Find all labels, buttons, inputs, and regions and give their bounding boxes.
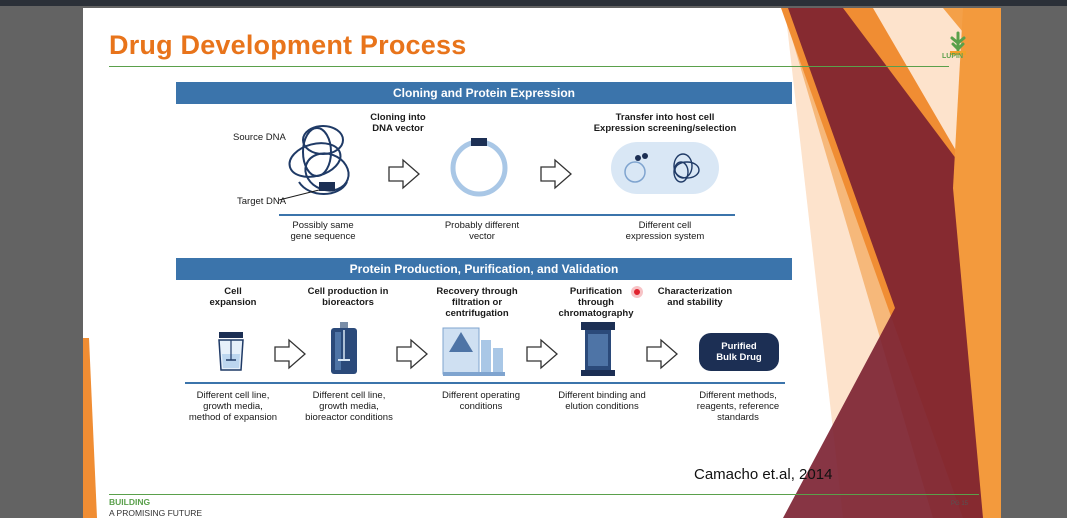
caption-cell-expansion-line1: Different cell line,: [196, 390, 270, 401]
flask-icon: [218, 332, 244, 371]
caption-gene-sequence: Possibly same gene sequence: [278, 220, 368, 242]
step-cell-expansion-title-line2: expansion: [209, 297, 257, 308]
lupin-logo-icon: [950, 31, 966, 55]
caption-bioreactor: Different cell line, growth media, biore…: [299, 390, 399, 423]
caption-purification: Different binding and elution conditions: [547, 390, 657, 412]
step-characterization-title-line1: Characterization: [657, 286, 733, 297]
caption-vector-line1: Probably different: [444, 220, 520, 231]
maroon-triangle: [783, 8, 1001, 518]
step-cell-expansion-title-line1: Cell: [224, 286, 242, 297]
caption-gene-sequence-line2: gene sequence: [290, 231, 356, 242]
step-bioreactor-title-line2: bioreactors: [322, 297, 374, 308]
arrow-right-icon: [540, 158, 572, 190]
step-purification-title: Purification through chromatography: [551, 286, 641, 319]
source-dna-label: Source DNA: [233, 132, 286, 143]
caption-gene-sequence-line1: Possibly same: [292, 220, 354, 231]
caption-recovery-line1: Different operating: [442, 390, 520, 401]
arrow-right-icon: [646, 338, 678, 370]
footer-divider: [109, 494, 979, 495]
caption-characterization-line1: Different methods,: [699, 390, 777, 401]
caption-cell-expansion-line2: growth media,: [203, 401, 263, 412]
left-orange-strip: [83, 338, 97, 518]
citation: Camacho et.al, 2014: [694, 466, 833, 483]
purified-bulk-drug-badge: Purified Bulk Drug: [699, 333, 779, 371]
step-cloning-title-line1: Cloning into: [370, 112, 426, 123]
step-recovery-title: Recovery through filtration or centrifug…: [427, 286, 527, 319]
source-dna-icon: [279, 125, 350, 201]
caption-cell-expansion-line3: method of expansion: [188, 412, 278, 423]
chromatography-column-icon: [581, 322, 615, 376]
caption-bioreactor-line3: bioreactor conditions: [305, 412, 393, 423]
step-bioreactor-title-line1: Cell production in: [307, 286, 389, 297]
caption-characterization-line3: standards: [717, 412, 759, 423]
arrow-right-icon: [396, 338, 428, 370]
step-cloning-title: Cloning into DNA vector: [353, 112, 443, 134]
section2-band: Protein Production, Purification, and Va…: [176, 258, 792, 280]
caption-cell-expansion: Different cell line, growth media, metho…: [183, 390, 283, 423]
slide-title: Drug Development Process: [109, 30, 467, 60]
caption-expression-system-line1: Different cell: [638, 220, 692, 231]
step-transfer-title: Transfer into host cell Expression scree…: [575, 112, 755, 134]
section1-divider: [279, 214, 735, 216]
title-underline: [109, 66, 949, 67]
step-purification-title-line1: Purification: [569, 286, 623, 297]
step-transfer-title-line1: Transfer into host cell: [615, 112, 715, 123]
right-orange-strip: [953, 8, 1001, 518]
slide-background-shapes: [83, 8, 1001, 518]
host-cell-icon: [611, 142, 719, 194]
filtration-icon: [442, 327, 505, 376]
step-characterization-title-line2: and stability: [667, 297, 723, 308]
caption-purification-line2: elution conditions: [565, 401, 639, 412]
step-recovery-title-line2: filtration or: [451, 297, 503, 308]
step-purification-title-line2: through: [578, 297, 614, 308]
arrow-right-icon: [526, 338, 558, 370]
step-recovery-title-line3: centrifugation: [445, 308, 509, 319]
caption-recovery-line2: conditions: [459, 401, 503, 412]
caption-expression-system-line2: expression system: [625, 231, 705, 242]
step-recovery-title-line1: Recovery through: [436, 286, 518, 297]
section2-divider: [185, 382, 785, 384]
purified-bulk-drug-line1: Purified: [721, 341, 757, 352]
caption-recovery: Different operating conditions: [431, 390, 531, 412]
dna-vector-plasmid-icon: [450, 138, 508, 197]
presentation-slide: Drug Development Process LUPIN Cloning a…: [83, 8, 1001, 518]
caption-expression-system: Different cell expression system: [615, 220, 715, 242]
caption-characterization-line2: reagents, reference: [696, 401, 780, 412]
caption-purification-line1: Different binding and: [558, 390, 646, 401]
bioreactor-icon: [331, 322, 357, 374]
section1-band: Cloning and Protein Expression: [176, 82, 792, 104]
footer-tagline-line1: BUILDING: [109, 497, 151, 507]
caption-bioreactor-line2: growth media,: [319, 401, 379, 412]
step-bioreactor-title: Cell production in bioreactors: [293, 286, 403, 308]
caption-vector: Probably different vector: [432, 220, 532, 242]
page-number: PG 15: [951, 501, 969, 507]
step-cloning-title-line2: DNA vector: [372, 123, 424, 134]
caption-bioreactor-line1: Different cell line,: [312, 390, 386, 401]
arrow-right-icon: [388, 158, 420, 190]
caption-vector-line2: vector: [469, 231, 495, 242]
step-purification-title-line3: chromatography: [558, 308, 634, 319]
target-dna-label: Target DNA: [237, 196, 287, 207]
step-characterization-title: Characterization and stability: [645, 286, 745, 308]
mouse-pointer-highlight: [631, 286, 643, 298]
arrow-right-icon: [274, 338, 306, 370]
caption-characterization: Different methods, reagents, reference s…: [683, 390, 793, 423]
window-top-bar: [0, 0, 1067, 6]
purified-bulk-drug-line2: Bulk Drug: [716, 352, 762, 363]
footer-tagline-line2: A PROMISING FUTURE: [109, 508, 203, 518]
logo-text: LUPIN: [942, 53, 963, 60]
step-transfer-title-line2: Expression screening/selection: [593, 123, 737, 134]
step-cell-expansion-title: Cell expansion: [193, 286, 273, 308]
